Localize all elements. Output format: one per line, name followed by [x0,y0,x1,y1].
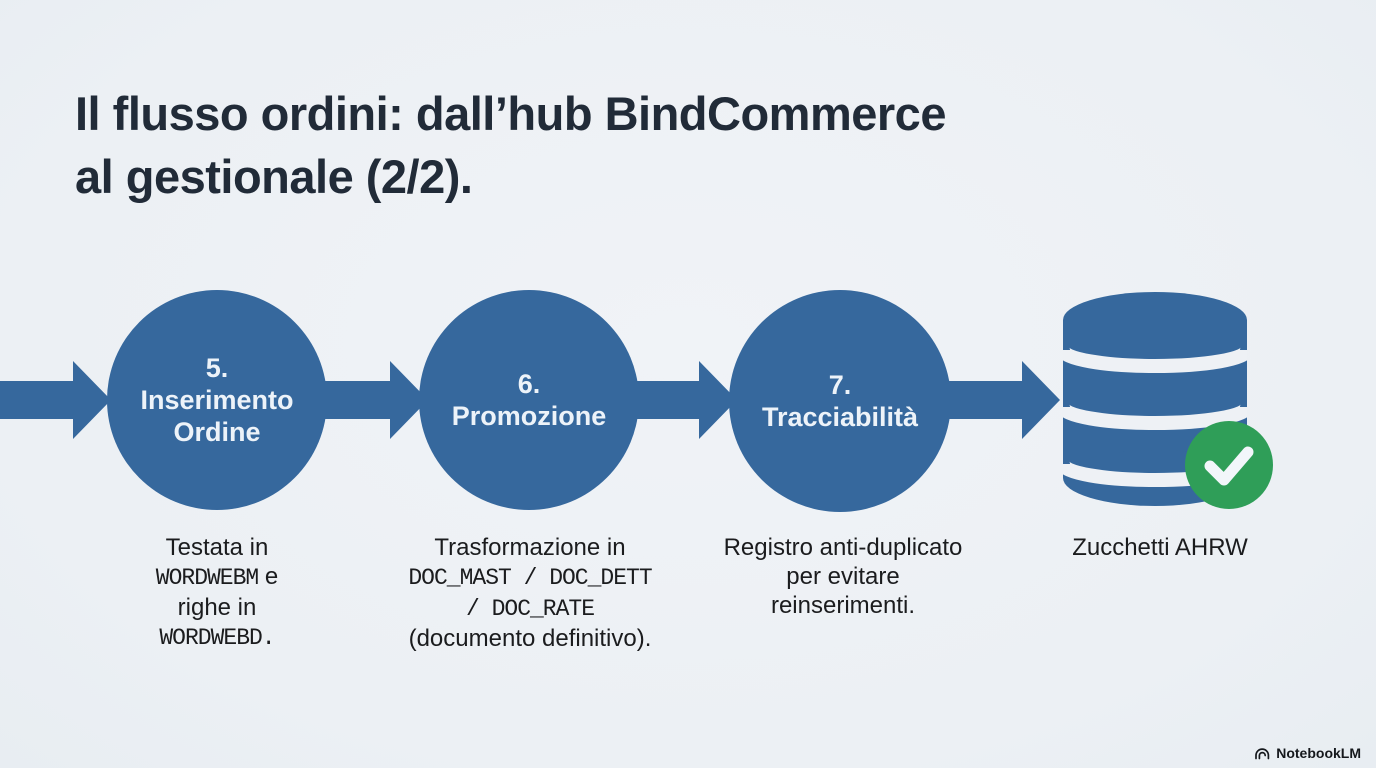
step-number: 7. [828,370,852,400]
arrow-shaft [324,381,394,419]
database-icon [1056,292,1254,508]
flow-arrow-icon [636,361,737,439]
flow-arrow-icon [948,361,1060,439]
arrow-head-icon [73,361,111,439]
arrow-head-icon [1022,361,1060,439]
flow-arrow-icon [324,361,428,439]
entry-arrow-icon [0,361,111,439]
arrow-shaft [0,381,77,419]
step-number: 6. [517,369,541,399]
arrow-shaft [636,381,703,419]
step-circle-6: 6. Promozione [419,290,639,510]
endpoint-label: Zucchetti AHRW [1072,534,1248,561]
notebooklm-logo: NotebookLM [1254,745,1361,761]
checkmark-icon [1184,420,1274,510]
database-cylinder-icon [1056,292,1254,506]
step-number: 5. [205,353,229,383]
page-title: Il flusso ordini: dall’hub BindCommerce … [75,83,946,208]
notebooklm-icon [1255,747,1270,759]
arrow-shaft [948,381,1026,419]
notebooklm-wordmark: NotebookLM [1276,745,1361,761]
step-label: Promozione [451,401,607,431]
step-label: Tracciabilità [761,402,919,432]
page-title-line-2: al gestionale (2/2). [75,149,473,203]
page-title-line-1: Il flusso ordini: dall’hub BindCommerce [75,87,946,141]
step-circle-7: 7. Tracciabilità [729,290,951,512]
